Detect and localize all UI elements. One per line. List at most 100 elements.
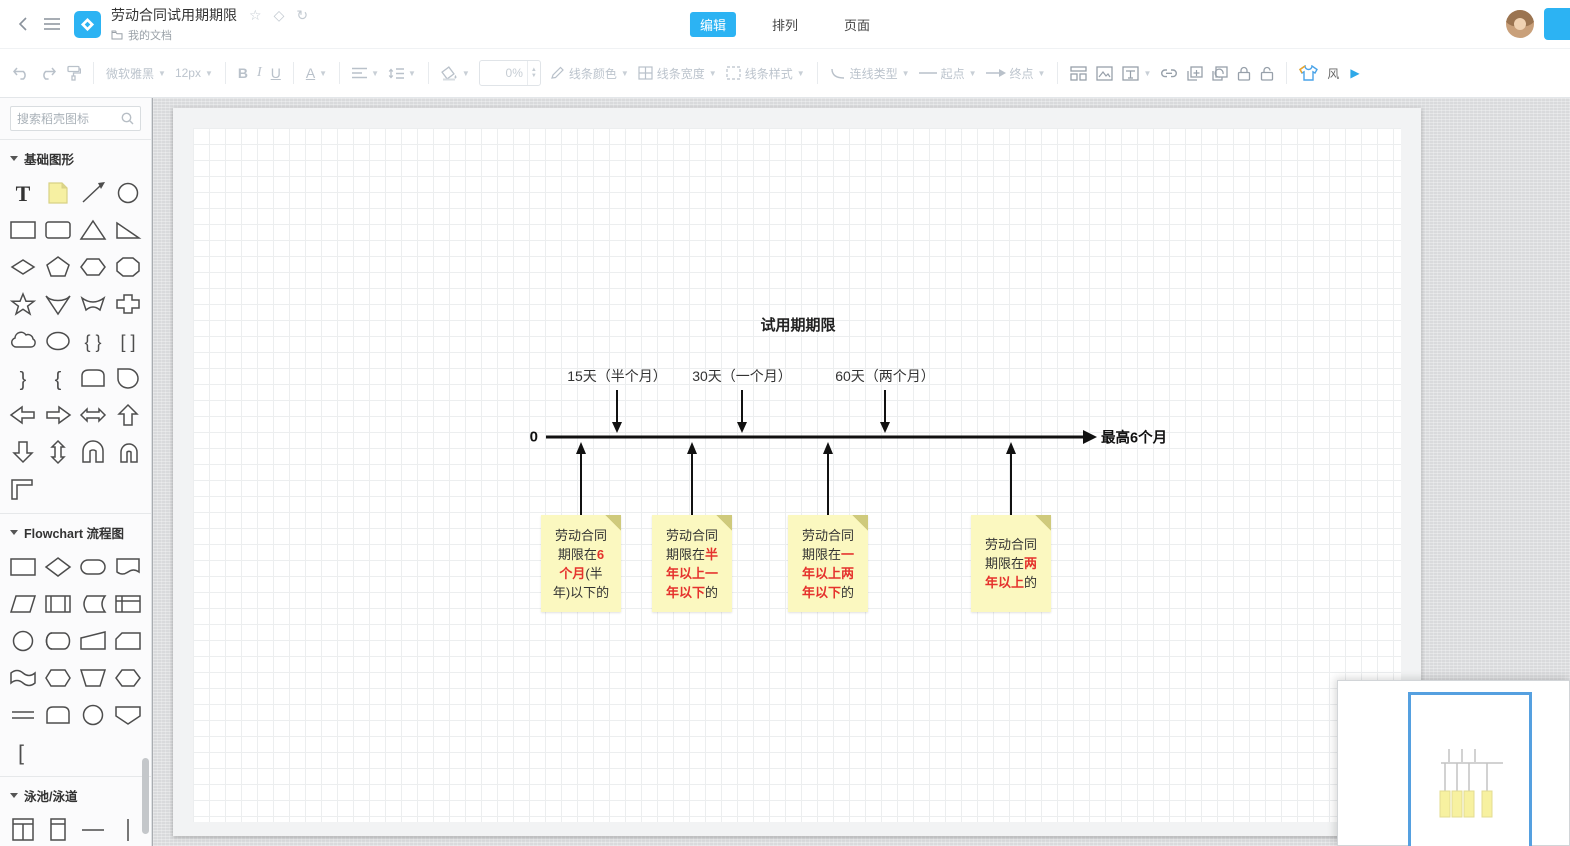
shape-manual-input[interactable]: [76, 624, 111, 657]
user-avatar[interactable]: [1506, 10, 1534, 38]
expand-toolbar-icon[interactable]: ▶: [1350, 66, 1360, 80]
tab-edit[interactable]: 编辑: [689, 11, 736, 37]
shape-rectangle[interactable]: [6, 213, 41, 246]
shape-process[interactable]: [6, 550, 41, 583]
shape-arrow-left-right[interactable]: [76, 398, 111, 431]
shape-braces[interactable]: { }: [76, 324, 111, 357]
shape-cross[interactable]: [110, 287, 145, 320]
theme-style-button[interactable]: [1299, 65, 1319, 81]
fill-color-dropdown[interactable]: ▼: [441, 65, 470, 81]
shape-line-arrow[interactable]: [76, 176, 111, 209]
italic-button[interactable]: I: [257, 65, 262, 80]
tab-page[interactable]: 页面: [844, 17, 871, 33]
shape-u-turn-arrow[interactable]: [76, 435, 111, 468]
redo-button[interactable]: [39, 66, 57, 80]
underline-button[interactable]: U: [270, 65, 281, 81]
undo-button[interactable]: [12, 66, 30, 80]
start-point-dropdown[interactable]: 起点▼: [918, 66, 977, 81]
shape-double-line[interactable]: [6, 698, 41, 731]
shape-card[interactable]: [110, 624, 145, 657]
line-style-dropdown[interactable]: 线条样式▼: [726, 65, 805, 82]
tab-arrange[interactable]: 排列: [771, 17, 799, 33]
shape-u-turn-arrow-small[interactable]: [110, 435, 145, 468]
shape-arrow-right[interactable]: [41, 398, 76, 431]
opacity-stepper[interactable]: ▲▼: [526, 61, 540, 85]
shape-circle[interactable]: [110, 176, 145, 209]
sticky-note[interactable]: 劳动合同期限在一年以上两年以下的: [788, 515, 868, 612]
sticky-note[interactable]: 劳动合同期限在半年以上一年以下的: [652, 515, 732, 612]
breadcrumb[interactable]: 我的文档: [111, 27, 308, 43]
shape-curved-top-rect[interactable]: [41, 698, 76, 731]
line-spacing-dropdown[interactable]: ▼: [388, 67, 416, 80]
shape-cone[interactable]: [41, 287, 76, 320]
shape-decision[interactable]: [41, 550, 76, 583]
shape-direct-access[interactable]: [41, 624, 76, 657]
bring-forward-button[interactable]: [1187, 65, 1204, 81]
align-dropdown[interactable]: ▼: [352, 67, 379, 79]
shape-text[interactable]: T: [6, 176, 41, 209]
line-width-dropdown[interactable]: 线条宽度▼: [638, 65, 717, 82]
shape-diamond[interactable]: [6, 250, 41, 283]
sticky-note[interactable]: 劳动合同期限在两年以上的: [971, 515, 1051, 612]
send-backward-button[interactable]: [1212, 65, 1229, 81]
shape-brace-right[interactable]: }: [6, 361, 41, 394]
shape-document[interactable]: [110, 550, 145, 583]
sticky-note[interactable]: 劳动合同期限在6个月(半年)以下的: [541, 515, 621, 612]
lock-button[interactable]: [1237, 66, 1251, 81]
unlock-button[interactable]: [1260, 66, 1274, 81]
shape-rounded-rectangle[interactable]: [41, 213, 76, 246]
shape-arc-band[interactable]: [76, 287, 111, 320]
line-color-dropdown[interactable]: 线条颜色▼: [550, 65, 629, 82]
shape-teardrop[interactable]: [110, 361, 145, 394]
shape-cloud[interactable]: [6, 324, 41, 357]
style-panel-button[interactable]: 风: [1327, 66, 1340, 81]
panel-toggle-button[interactable]: [1544, 8, 1570, 40]
shape-right-triangle[interactable]: [110, 213, 145, 246]
bold-button[interactable]: B: [237, 65, 249, 81]
shape-search[interactable]: [10, 106, 141, 131]
shape-brackets[interactable]: [ ]: [110, 324, 145, 357]
shape-arrow-up[interactable]: [110, 398, 145, 431]
shape-oval[interactable]: [41, 324, 76, 357]
format-painter-button[interactable]: [66, 65, 81, 81]
section-header-flowchart[interactable]: Flowchart 流程图: [0, 514, 151, 548]
shape-pool-two-lane[interactable]: [6, 813, 41, 846]
milestone-label[interactable]: 15天（半个月）: [567, 368, 667, 384]
shape-preparation[interactable]: [41, 661, 76, 694]
font-size-dropdown[interactable]: 12px▼: [174, 66, 213, 80]
timeline-origin-label[interactable]: 0: [529, 428, 538, 446]
canvas-page[interactable]: 试用期期限 0 最高6个月 15天（半个月）30天（一个月）60天（两个月）劳动…: [173, 108, 1421, 836]
diagram-title[interactable]: 试用期期限: [760, 317, 836, 334]
shape-pool-one-lane[interactable]: [41, 813, 76, 846]
insert-image-button[interactable]: [1096, 65, 1114, 81]
section-header-basic-shapes[interactable]: 基础图形: [0, 140, 151, 174]
shape-display-wave[interactable]: [6, 661, 41, 694]
shape-predefined-process[interactable]: [41, 587, 76, 620]
end-point-dropdown[interactable]: 终点▼: [985, 65, 1045, 82]
shape-pentagon[interactable]: [41, 250, 76, 283]
shape-octagon[interactable]: [110, 250, 145, 283]
connector-type-dropdown[interactable]: 连线类型▼: [830, 65, 910, 82]
shape-half-rounded-rect[interactable]: [76, 361, 111, 394]
back-icon[interactable]: [18, 17, 28, 31]
menu-icon[interactable]: [44, 18, 60, 30]
opacity-input[interactable]: 0% ▲▼: [478, 60, 541, 86]
shape-data-parallelogram[interactable]: [6, 587, 41, 620]
shape-arrow-down[interactable]: [6, 435, 41, 468]
shape-terminator[interactable]: [76, 550, 111, 583]
milestone-label[interactable]: 30天（一个月）: [692, 368, 792, 384]
shape-lane-divider-h[interactable]: [76, 813, 111, 846]
sidebar-scrollbar[interactable]: [142, 758, 149, 834]
shape-arrow-left[interactable]: [6, 398, 41, 431]
shape-hexagon-node[interactable]: [110, 661, 145, 694]
shape-hexagon[interactable]: [76, 250, 111, 283]
shape-circle-node[interactable]: [76, 698, 111, 731]
shape-stored-data[interactable]: [76, 587, 111, 620]
star-icon[interactable]: ☆: [249, 6, 262, 23]
shape-off-page-connector[interactable]: [110, 698, 145, 731]
document-title[interactable]: 劳动合同试用期期限: [111, 7, 237, 23]
shape-arrow-up-down[interactable]: [41, 435, 76, 468]
milestone-label[interactable]: 60天（两个月）: [835, 368, 935, 384]
shape-bracket-left[interactable]: [: [6, 735, 41, 768]
text-frame-dropdown[interactable]: ▼: [1122, 65, 1151, 81]
